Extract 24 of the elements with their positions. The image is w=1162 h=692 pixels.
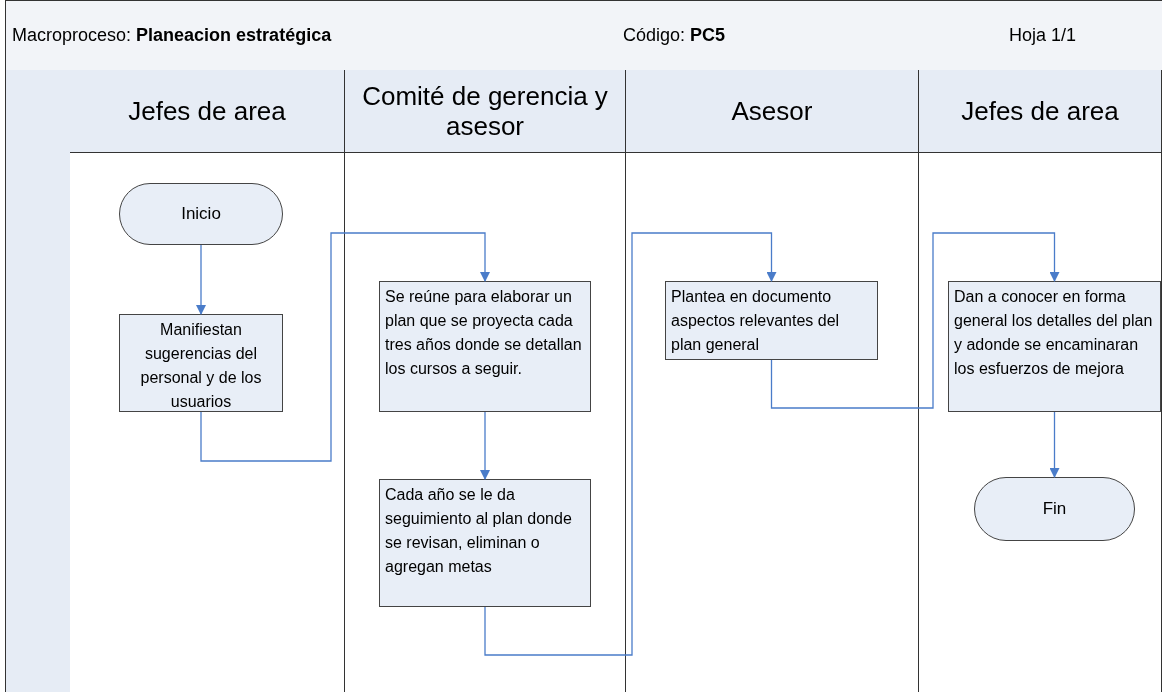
connector-arrow bbox=[196, 244, 206, 315]
lane-title: Jefes de area bbox=[127, 96, 287, 126]
connector-arrow bbox=[480, 411, 490, 480]
terminator-pill: Inicio bbox=[119, 183, 283, 245]
connector-arrow bbox=[200, 232, 490, 462]
header-text: Hoja 1/1 bbox=[1009, 25, 1077, 46]
swimlane bbox=[70, 70, 345, 692]
process-box: Cada año se le da seguimiento al plan donde se revisan, eliminan o agregan metas bbox=[379, 479, 591, 607]
swimlane bbox=[345, 70, 626, 692]
swimlane bbox=[919, 70, 1162, 692]
connector-arrow bbox=[1049, 411, 1060, 478]
lane-title: Comité de gerencia y asesor bbox=[361, 81, 609, 141]
swimlane bbox=[626, 70, 919, 692]
process-box: Dan a conocer en forma general los detalles del plan y adonde se encaminaran los esfuerzos de mejora bbox=[948, 281, 1161, 412]
lane-title: Jefes de area bbox=[960, 96, 1120, 126]
process-box: Se reúne para elaborar un plan que se proyecta cada tres años donde se detallan los cursos a seguir. bbox=[379, 281, 591, 412]
connector-arrow bbox=[484, 232, 777, 656]
process-box: Plantea en documento aspectos relevantes del plan general bbox=[665, 281, 878, 360]
terminator-pill: Fin bbox=[974, 477, 1135, 541]
header-text: Macroproceso: Planeacion estratégica bbox=[12, 25, 332, 46]
lane-title: Asesor bbox=[730, 96, 814, 126]
connector-arrow bbox=[770, 232, 1060, 409]
process-box: Manifiestan sugerencias del personal y de los usuarios bbox=[119, 314, 283, 412]
header-text: Código: PC5 bbox=[623, 25, 726, 46]
